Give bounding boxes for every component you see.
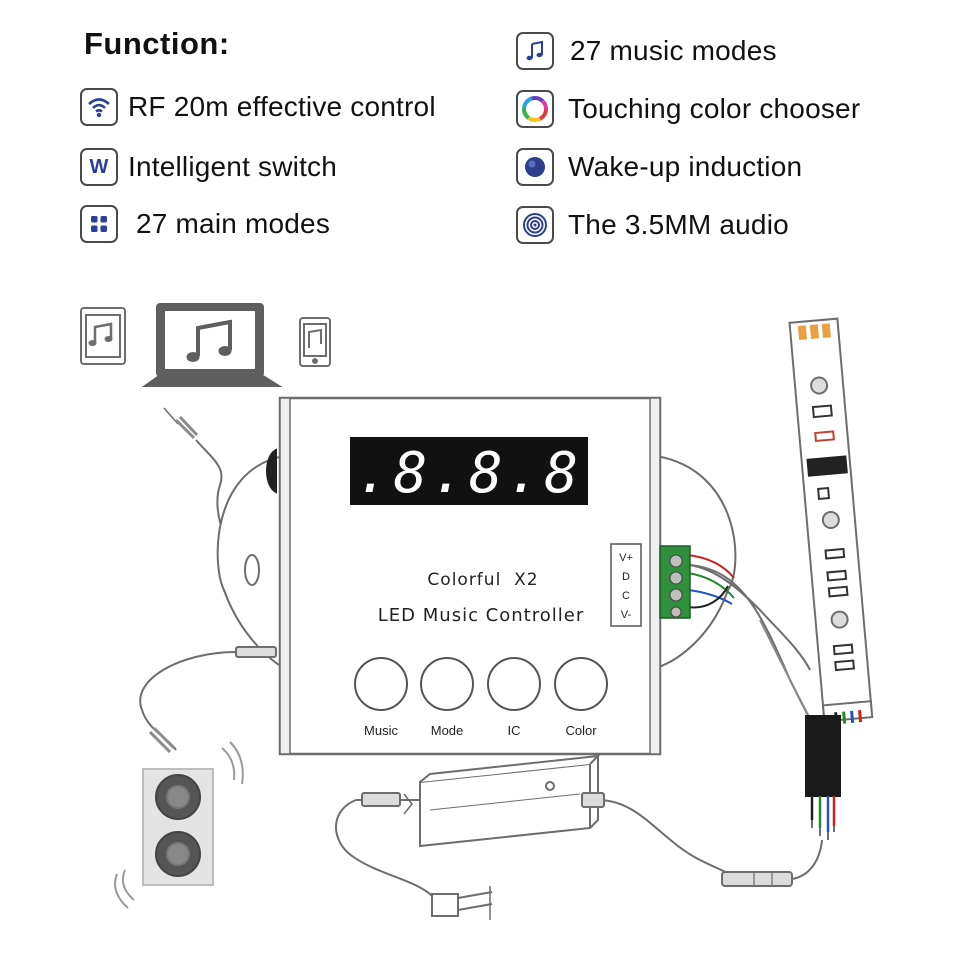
feature-label: 27 music modes: [570, 35, 777, 66]
wifi-icon: [80, 88, 118, 126]
tablet-icon: [80, 307, 126, 365]
display-digits: 8.8.8.8.: [318, 441, 620, 506]
mounting-slot: [244, 554, 260, 586]
grid-icon: [80, 205, 118, 243]
feature-label: Touching color chooser: [568, 93, 861, 124]
ic-button[interactable]: [487, 657, 541, 711]
color-wheel-icon: [516, 90, 554, 128]
controller-subtitle: LED Music Controller: [378, 605, 584, 626]
music-button[interactable]: [354, 657, 408, 711]
feature-label: Intelligent switch: [128, 151, 338, 182]
color-button[interactable]: [554, 657, 608, 711]
mode-button-label: Mode: [431, 723, 464, 738]
mode-button[interactable]: [420, 657, 474, 711]
laptop-icon: [141, 303, 283, 387]
music-button-label: Music: [364, 723, 398, 738]
audio-cable-output: [139, 646, 277, 754]
feature-audio: The 3.5MM audio: [516, 206, 789, 244]
terminal-c: C: [622, 590, 630, 602]
wiring-diagram: 8.8.8.8. Colorful X2 LED Music Controlle…: [80, 303, 874, 920]
speaker-icon: [114, 741, 244, 909]
terminal-v-plus: V+: [619, 552, 633, 564]
terminal-block: [659, 545, 691, 619]
feature-music-modes: 27 music modes: [516, 32, 777, 70]
strip-connector: [805, 715, 841, 797]
feature-color-chooser: Touching color chooser: [516, 90, 860, 128]
music-note-icon: [516, 32, 554, 70]
w-letter-icon: W: [80, 148, 118, 186]
terminal-d: D: [622, 571, 630, 583]
led-strip: [788, 317, 874, 725]
controller-name: Colorful X2: [427, 570, 538, 590]
wake-dot-icon: [516, 148, 554, 186]
color-button-label: Color: [565, 723, 597, 738]
feature-intelligent-switch: W Intelligent switch: [80, 148, 337, 186]
feature-label: Wake-up induction: [568, 151, 803, 182]
feature-label: RF 20m effective control: [128, 91, 436, 122]
terminal-label-box: [610, 543, 642, 627]
feature-rf-control: RF 20m effective control: [80, 88, 436, 126]
function-title: Function:: [84, 26, 230, 61]
power-adapter: [335, 754, 823, 920]
feature-label: The 3.5MM audio: [568, 209, 789, 240]
phone-icon: [299, 317, 331, 367]
feature-label: 27 main modes: [136, 208, 331, 239]
ic-button-label: IC: [508, 723, 521, 738]
feature-main-modes: 27 main modes: [80, 205, 330, 243]
feature-wake-up: Wake-up induction: [516, 148, 802, 186]
audio-rings-icon: [516, 206, 554, 244]
segment-display: [350, 437, 588, 505]
terminal-v-minus: V-: [621, 609, 632, 621]
